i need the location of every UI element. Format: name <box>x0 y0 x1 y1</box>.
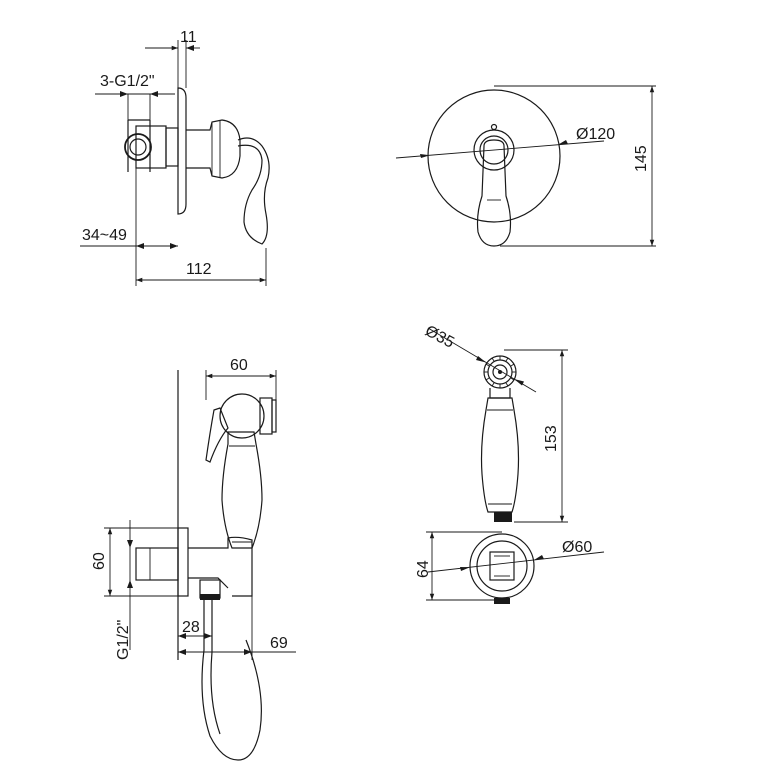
mixer-side-view: 11 3-G1/2" 34~49 112 <box>80 29 270 286</box>
dim-dia60-label: Ø60 <box>562 539 592 556</box>
dim-thread-label: 3-G1/2" <box>100 73 155 90</box>
mixer-front-lever <box>476 139 512 247</box>
mixer-front-view: Ø120 145 <box>395 85 656 247</box>
mixer-bonnet <box>186 119 241 179</box>
handshower-front-view: Ø35 153 Ø60 64 <box>415 323 605 604</box>
dim-69-label: 69 <box>270 635 288 652</box>
wall-bracket <box>177 527 189 597</box>
mixer-outlet-ring <box>124 133 152 161</box>
dim-dia120-label: Ø120 <box>576 126 615 143</box>
mixer-lever <box>237 137 270 245</box>
bracket-front-square <box>489 551 515 581</box>
mixer-body <box>165 127 179 167</box>
dim-34-49-label: 34~49 <box>82 227 127 244</box>
dim-11-label: 11 <box>180 29 197 46</box>
handshower-handle <box>221 431 263 549</box>
dim-60-side-label: 60 <box>91 552 108 570</box>
mixer-front-plate <box>427 89 561 223</box>
dim-dia35-label: Ø35 <box>422 323 457 352</box>
dim-145-label: 145 <box>633 145 650 172</box>
dim-60-top-label: 60 <box>230 357 248 374</box>
mixer-outlet-block <box>135 125 167 169</box>
handshower-trigger <box>205 407 229 463</box>
front-handle <box>480 397 520 513</box>
handshower-head <box>219 393 265 439</box>
front-thread <box>494 512 512 522</box>
hose <box>201 600 262 761</box>
dim-112-label: 112 <box>186 261 212 278</box>
nozzle-knurl <box>484 356 516 388</box>
handshower-side-view: 60 60 G1/2" 28 69 <box>91 357 296 761</box>
dim-153-label: 153 <box>543 425 560 452</box>
dim-28-label: 28 <box>182 619 200 636</box>
mixer-wall-plate <box>177 87 187 215</box>
dim-64-label: 64 <box>415 560 432 578</box>
dim-g12-side-label: G1/2" <box>115 620 132 660</box>
